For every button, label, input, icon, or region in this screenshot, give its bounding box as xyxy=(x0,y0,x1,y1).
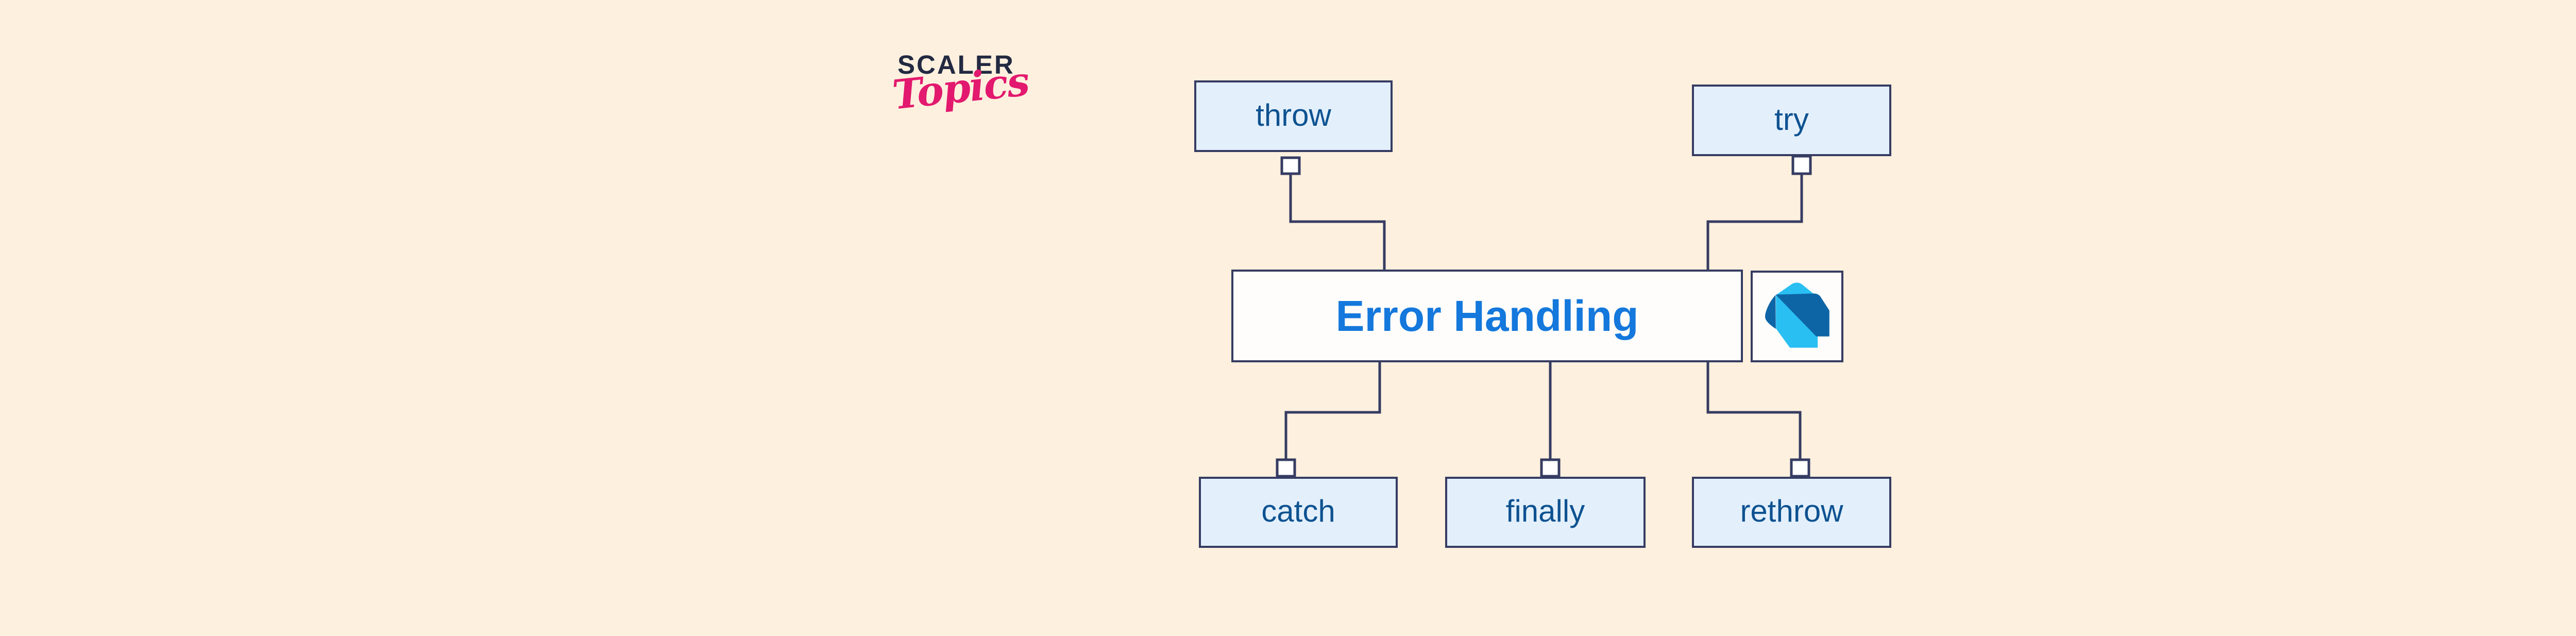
connector-throw-to-center xyxy=(1289,168,1386,272)
port-catch xyxy=(1276,458,1296,478)
dart-logo-box xyxy=(1751,271,1843,362)
scaler-brand-text: SCALER xyxy=(897,50,1015,79)
node-try-label: try xyxy=(1774,102,1809,137)
node-throw-label: throw xyxy=(1256,97,1331,132)
dart-icon xyxy=(1765,282,1829,348)
node-throw: throw xyxy=(1194,80,1398,157)
connector-center-to-rethrow xyxy=(1706,361,1802,466)
connector-try-to-center xyxy=(1706,168,1803,272)
node-finally-label: finally xyxy=(1505,494,1585,528)
node-catch: catch xyxy=(1199,477,1403,553)
scaler-topics-logo: SCALER Topics xyxy=(890,49,1045,142)
port-rethrow xyxy=(1790,458,1810,478)
node-try: try xyxy=(1692,85,1896,161)
port-try xyxy=(1791,155,1812,175)
node-rethrow: rethrow xyxy=(1692,477,1896,553)
node-rethrow-label: rethrow xyxy=(1740,494,1843,528)
node-finally: finally xyxy=(1445,477,1651,553)
connector-center-to-catch xyxy=(1284,361,1381,466)
port-finally xyxy=(1540,458,1561,478)
diagram-title: Error Handling xyxy=(1335,291,1639,340)
port-throw xyxy=(1280,156,1301,175)
center-title-box: Error Handling xyxy=(1231,270,1743,362)
node-catch-label: catch xyxy=(1261,494,1335,528)
